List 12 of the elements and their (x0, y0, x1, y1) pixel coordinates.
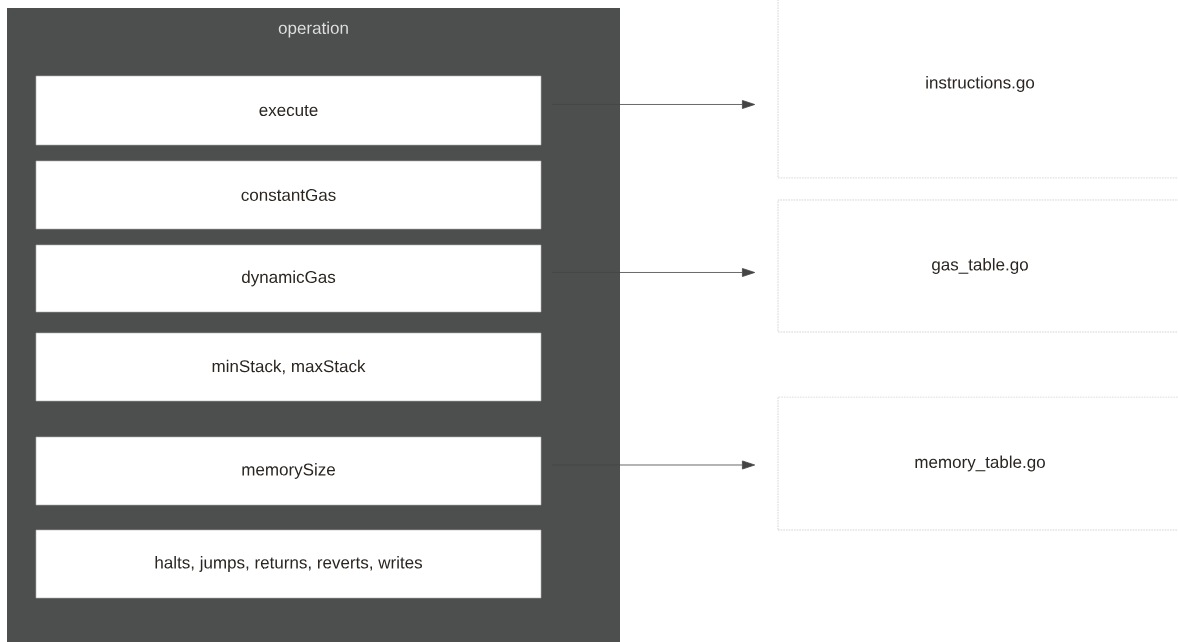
field-box: memorySize (35, 436, 542, 506)
field-box: halts, jumps, returns, reverts, writes (35, 529, 542, 599)
arrow (551, 268, 756, 277)
field-box: constantGas (35, 160, 542, 230)
file-box: memory_table.go (777, 396, 1178, 531)
arrow (551, 100, 756, 109)
file-box: gas_table.go (777, 199, 1178, 333)
field-box: minStack, maxStack (35, 332, 542, 402)
file-box: instructions.go (777, 0, 1178, 179)
field-box: dynamicGas (35, 244, 542, 313)
arrow (551, 460, 756, 470)
field-box: execute (35, 75, 542, 146)
